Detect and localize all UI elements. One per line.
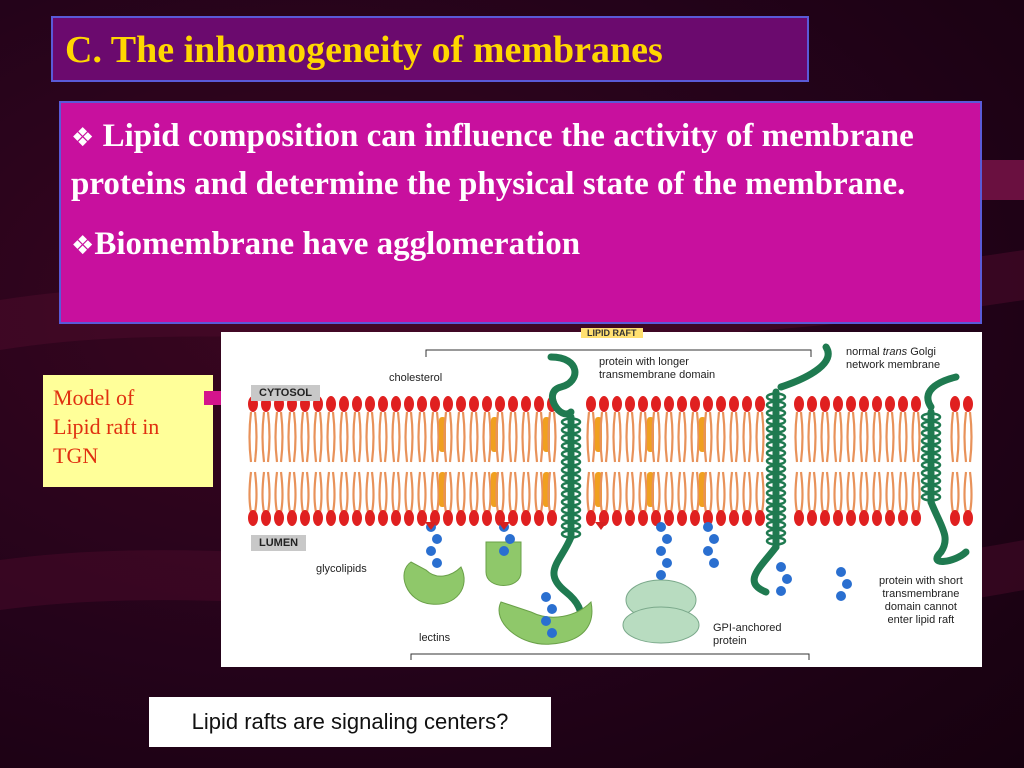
note-line: Lipid raft in [53, 414, 160, 439]
diamond-bullet-icon: ❖ [71, 123, 95, 153]
gpi-label: GPI-anchored protein [713, 622, 782, 647]
cholesterol-label: cholesterol [389, 372, 443, 384]
note-line: TGN [53, 443, 99, 468]
caption-box: Lipid rafts are signaling centers? [149, 697, 551, 747]
normal-membrane-label: normal trans Golgi network membrane [846, 346, 941, 371]
bullet-box: ❖ Lipid composition can influence the ac… [59, 101, 982, 324]
lumen-tag: LUMEN [251, 535, 307, 551]
bullet-text: Biomembrane have agglomeration [94, 226, 581, 262]
slide-title: C. The inhomogeneity of membranes [65, 29, 663, 71]
glycolipids-label: glycolipids [316, 563, 367, 575]
helix-protein-long-2 [750, 343, 832, 596]
note-line: Model of [53, 385, 135, 410]
lipid-raft-figure: LIPID RAFT CYTOSOL LUMEN cholesterol pro… [221, 328, 982, 667]
glycan-chains [425, 522, 852, 638]
lipid-bilayer [248, 396, 973, 526]
lectins-label: lectins [419, 632, 451, 644]
gpi-protein [622, 579, 700, 644]
helix-coils [560, 392, 942, 546]
membrane-diagram [248, 343, 973, 660]
raft-bracket [410, 349, 812, 660]
cytosol-tag: CYTOSOL [251, 385, 320, 401]
caption-text: Lipid rafts are signaling centers? [191, 709, 509, 734]
short-protein-label: protein with short transmembrane domain … [879, 575, 963, 626]
bullet-item: ❖Biomembrane have agglomeration [71, 221, 970, 269]
diamond-bullet-icon: ❖ [71, 231, 95, 261]
long-protein-label: protein with longer transmembrane domain [599, 356, 716, 381]
bullet-text: Lipid composition can influence the acti… [71, 118, 914, 202]
helix-protein-short [924, 373, 970, 565]
lipid-raft-tag: LIPID RAFT [581, 328, 643, 338]
bullet-item: ❖ Lipid composition can influence the ac… [71, 113, 970, 207]
title-box: C. The inhomogeneity of membranes [51, 16, 809, 82]
note-box: Model of Lipid raft in TGN [43, 375, 213, 487]
